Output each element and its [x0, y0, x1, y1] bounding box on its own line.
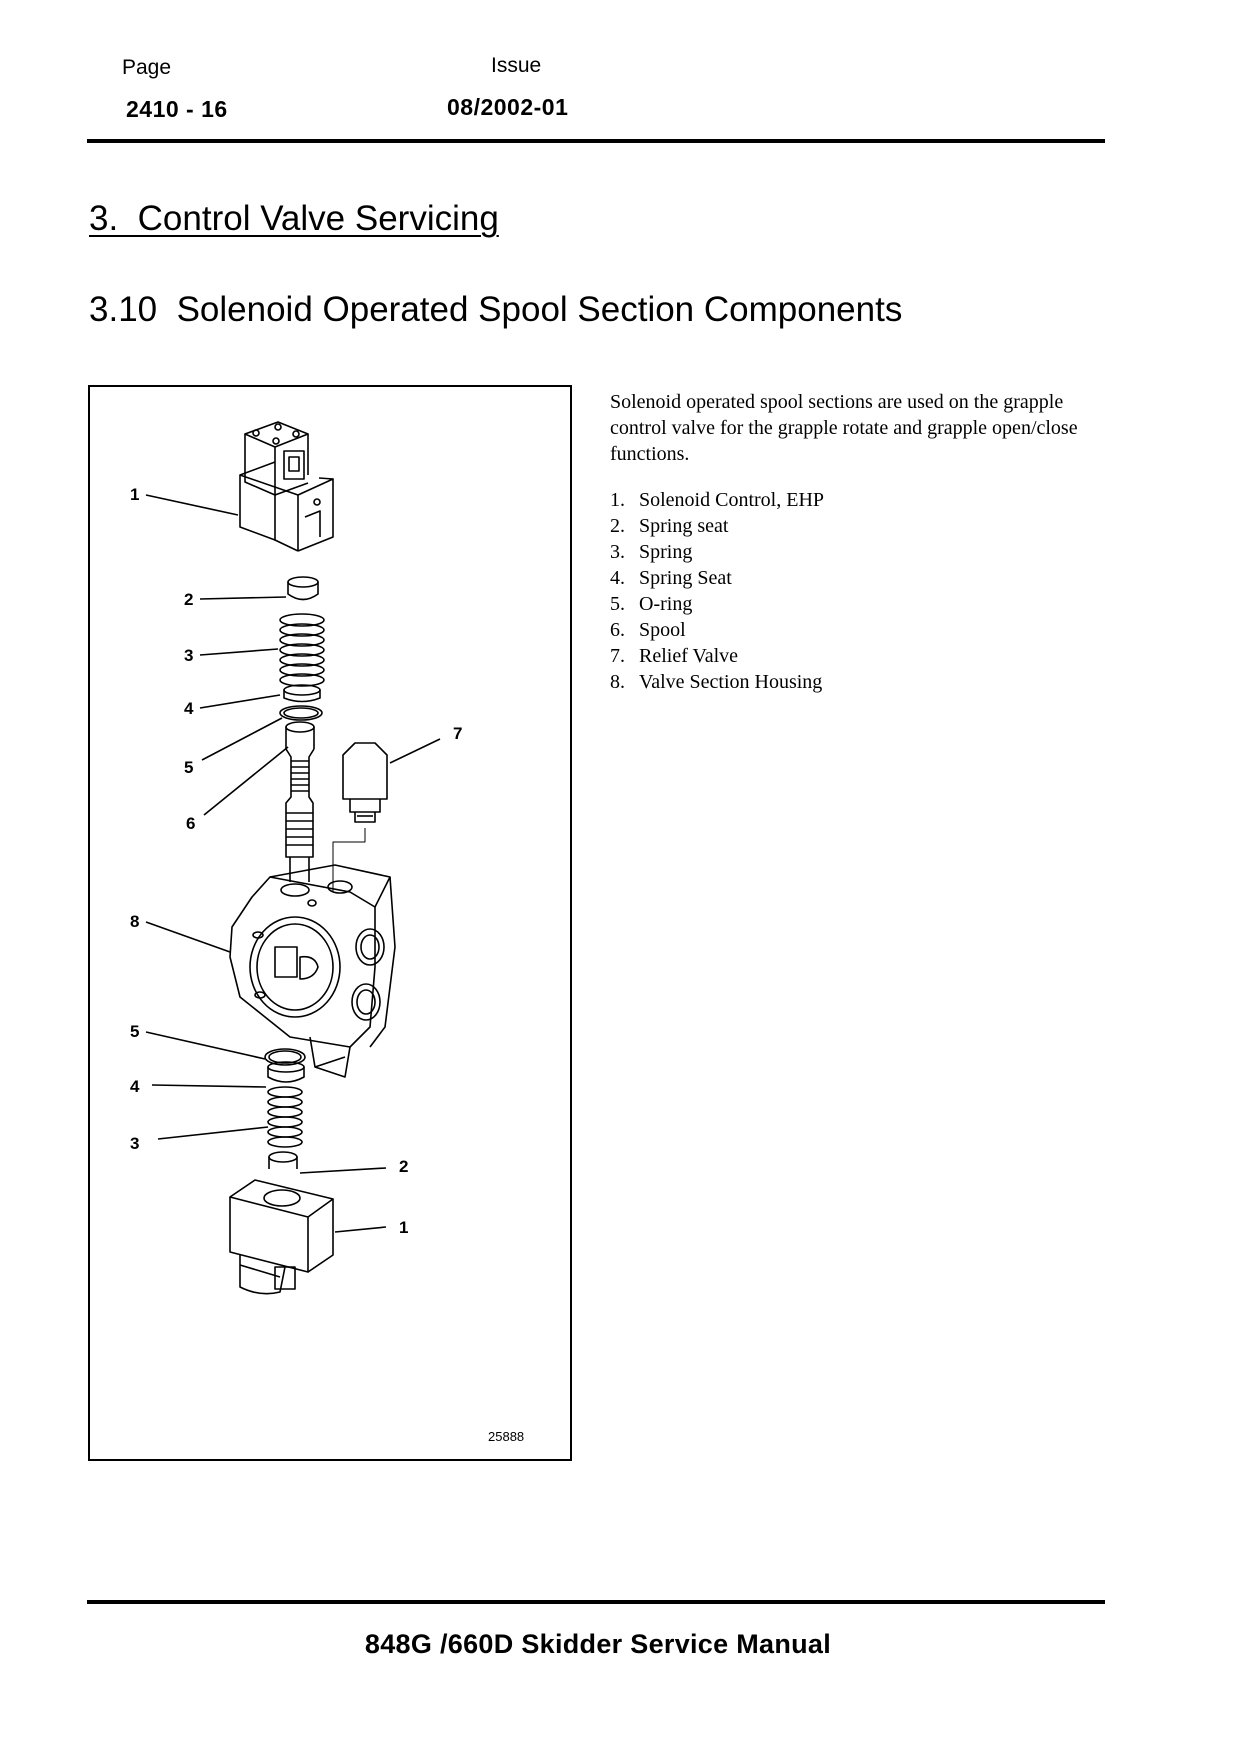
callout-1-bottom: 1	[399, 1218, 408, 1237]
callout-4-bottom: 4	[130, 1077, 140, 1096]
intro-paragraph: Solenoid operated spool sections are use…	[610, 391, 1078, 465]
callout-5-top: 5	[184, 758, 193, 777]
list-item: 5.O-ring	[610, 593, 693, 615]
callout-3-bottom: 3	[130, 1134, 139, 1153]
spring-bottom	[267, 1086, 303, 1148]
leader-lines	[145, 494, 441, 1233]
spring-top	[279, 613, 325, 687]
callout-2-bottom: 2	[399, 1157, 408, 1176]
list-item: 7.Relief Valve	[610, 645, 739, 667]
callout-7: 7	[453, 724, 462, 743]
header-page-label: Page	[122, 56, 172, 79]
header-issue-date: 08/2002-01	[447, 94, 569, 120]
header-page-number: 2410 - 16	[126, 96, 228, 122]
exploded-view-figure: 1 2 3 4 5 6 7 8 5 4 3 2 1 25888	[88, 385, 572, 1461]
footer-manual-title: 848G /660D Skidder Service Manual	[364, 1629, 832, 1659]
figure-number: 25888	[488, 1429, 524, 1444]
header-issue-label: Issue	[491, 54, 542, 77]
spool-section-exploded-drawing: 1 2 3 4 5 6 7 8 5 4 3 2 1 25888	[130, 421, 524, 1444]
callout-8: 8	[130, 912, 139, 931]
footer-divider	[87, 1600, 1105, 1604]
callout-3-top: 3	[184, 646, 193, 665]
callout-6: 6	[186, 814, 195, 833]
list-item: 6.Spool	[610, 619, 686, 641]
header-divider	[87, 139, 1105, 143]
callout-4-top: 4	[184, 699, 194, 718]
section-title: 3. Control Valve Servicing	[89, 199, 499, 238]
solenoid-bottom	[229, 1179, 334, 1295]
list-item: 8.Valve Section Housing	[610, 671, 823, 693]
spool	[285, 721, 315, 882]
parts-list: 1.Solenoid Control, EHP 2.Spring seat 3.…	[610, 487, 824, 695]
callout-2-top: 2	[184, 590, 193, 609]
list-item: 3.Spring	[610, 541, 693, 563]
callout-1-top: 1	[130, 485, 139, 504]
relief-valve	[332, 742, 388, 892]
list-item: 2.Spring seat	[610, 515, 729, 537]
list-item: 4.Spring Seat	[610, 567, 732, 589]
callout-5-bottom: 5	[130, 1022, 139, 1041]
list-item: 1.Solenoid Control, EHP	[610, 489, 825, 511]
solenoid-top	[239, 421, 334, 552]
valve-housing	[229, 864, 396, 1078]
subsection-title: 3.10 Solenoid Operated Spool Section Com…	[89, 290, 903, 329]
